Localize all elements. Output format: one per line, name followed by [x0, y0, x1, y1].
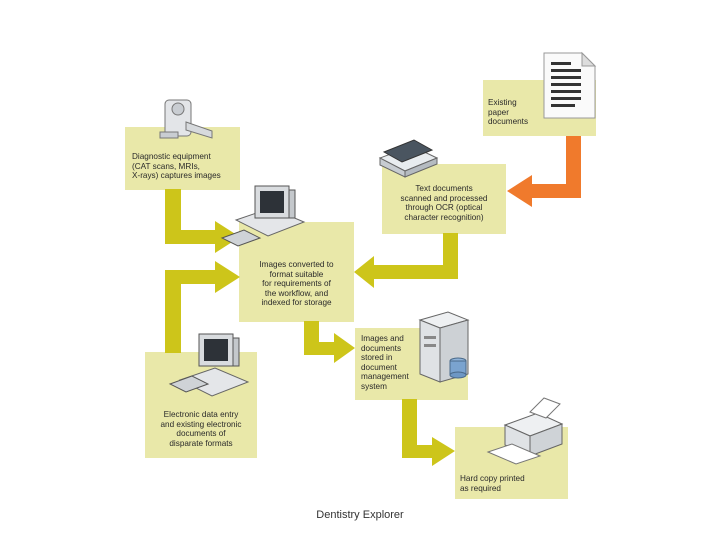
electronic-label: Electronic data entry and existing elect…: [160, 410, 242, 448]
printer-icon: [486, 397, 564, 465]
electronic-box: [145, 352, 257, 458]
ocr-label: Text documents scanned and processed thr…: [400, 184, 488, 222]
server-icon: [418, 311, 470, 383]
stored-label: Images and documents stored in document …: [361, 334, 409, 391]
arrow-diagnostic-to-converted: [165, 189, 240, 253]
footer-text: Dentistry Explorer: [316, 509, 404, 521]
arrow-ocr-to-converted: [354, 233, 458, 288]
converted-label: Images converted to format suitable for …: [259, 260, 334, 308]
arrow-paper-to-ocr: [507, 136, 581, 207]
scanner-icon: [378, 139, 439, 178]
document-icon: [543, 51, 597, 119]
arrow-stored-to-printed: [402, 399, 455, 466]
paper-docs-label: Existing paper documents: [488, 98, 529, 127]
computer-icon-left: [168, 333, 250, 397]
arrow-converted-to-stored: [304, 321, 355, 363]
printed-label: Hard copy printed as required: [460, 474, 525, 493]
diagnostic-label: Diagnostic equipment (CAT scans, MRIs, X…: [132, 152, 221, 181]
diagnostic-box: [125, 127, 240, 190]
computer-icon-center: [220, 185, 306, 247]
arrow-electronic-to-converted: [165, 261, 240, 353]
diagnostic-machine-icon: [159, 99, 213, 139]
